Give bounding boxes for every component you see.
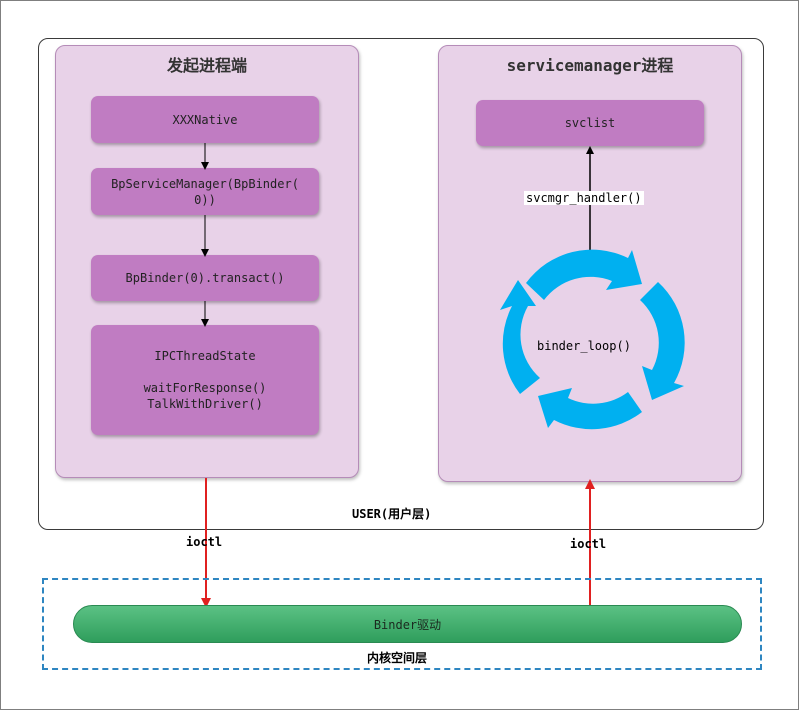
svclist-label: svclist	[564, 116, 616, 130]
ioctl-left-label: ioctl	[186, 535, 223, 549]
bp-service-manager-node: BpServiceManager(BpBinder( 0))	[91, 168, 319, 215]
loop-arrow-bottom	[538, 388, 642, 430]
initiator-process-title: 发起进程端	[166, 56, 247, 75]
servicemanager-process-title: servicemanager进程	[506, 56, 674, 75]
binder-loop-label: binder_loop()	[537, 339, 631, 353]
svcmgr-handler-label: svcmgr_handler()	[524, 191, 644, 205]
bp-binder-transact-label: BpBinder(0).transact()	[125, 271, 285, 285]
talk-with-driver-label: TalkWithDriver()	[147, 397, 263, 411]
bp-binder-transact-node: BpBinder(0).transact()	[91, 255, 319, 301]
binder-driver-bar: Binder驱动	[73, 605, 742, 643]
binder-driver-label: Binder驱动	[373, 617, 442, 632]
kernel-space-label: 内核空间层	[367, 651, 428, 665]
ipc-thread-state-node: IPCThreadState waitForResponse() TalkWit…	[91, 325, 319, 435]
loop-arrow-right	[640, 282, 685, 400]
bp-service-manager-line1: BpServiceManager(BpBinder(	[111, 176, 299, 191]
bp-service-manager-line2: 0))	[194, 192, 216, 207]
wait-for-response-label: waitForResponse()	[143, 381, 267, 395]
loop-arrow-left	[500, 280, 540, 394]
circular-arrows-icon	[500, 249, 685, 430]
xxx-native-node: XXXNative	[91, 96, 319, 143]
user-layer-label: USER(用户层)	[352, 507, 432, 521]
xxx-native-label: XXXNative	[172, 112, 238, 127]
loop-arrow-top	[526, 249, 642, 300]
ipc-thread-state-label: IPCThreadState	[154, 349, 256, 363]
kernel-space-box	[42, 578, 762, 670]
svclist-node: svclist	[476, 100, 704, 146]
ioctl-right-label: ioctl	[570, 537, 607, 551]
